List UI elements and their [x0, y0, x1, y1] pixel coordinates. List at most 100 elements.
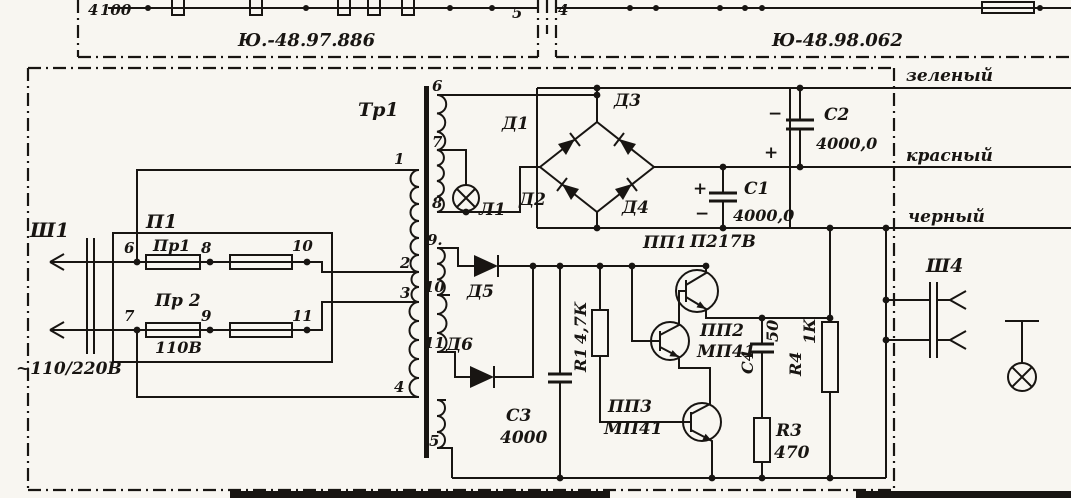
diode-d1-icon	[558, 139, 575, 155]
c1-plus-sign: +	[693, 179, 707, 199]
emitter-arrow-icon	[696, 301, 706, 309]
pp2-type: МП41	[696, 342, 756, 362]
c1-name: С1	[744, 179, 769, 199]
capacitor-c4-icon	[750, 342, 774, 354]
module-id-right: Ю-48.98.062	[771, 30, 903, 51]
pp1-name: ПП1	[642, 233, 687, 253]
diode-d4-icon	[615, 184, 632, 200]
primary-winding-icon	[408, 169, 420, 398]
diode-d5-label: Д5	[466, 282, 494, 302]
tr-pin1: 1	[394, 150, 404, 168]
emitter-arrow-icon	[702, 433, 712, 441]
r1-value: 4,7К	[571, 301, 590, 344]
fuse2-label: Пр 2	[154, 291, 201, 311]
plug-arrow-icon	[49, 253, 65, 339]
secondary-winding-upper-icon	[436, 94, 448, 213]
diode-d2-label: Д2	[518, 190, 546, 210]
switch-name: П1	[145, 211, 177, 233]
c3-value: 4000	[500, 428, 547, 448]
diode-d3-icon	[619, 139, 636, 155]
fuse-symbol	[145, 322, 201, 338]
input-voltage-label: ~110/220В	[16, 359, 122, 379]
tr-pin10: 10	[424, 278, 445, 296]
fuse-rating-label: 110В	[155, 338, 202, 357]
dc-rails: зеленый красный черный − + С2 4000,0 + −…	[537, 66, 1071, 229]
switch-pin9: 9	[201, 307, 212, 325]
r4-value: 1К	[800, 318, 819, 344]
diode-d3-label: Д3	[613, 91, 641, 111]
bridge-rectifier: Д1 Д3 Д2 Д4	[437, 88, 791, 228]
c2-plus-sign: +	[764, 143, 778, 163]
r3-name: R3	[775, 421, 802, 441]
tr-pin4: 4	[394, 378, 404, 396]
capacitor-c1-icon	[709, 191, 737, 203]
module-id-left: Ю.-48.97.886	[237, 30, 376, 51]
transformer-tr1: Тр1 1 2 3 4 6 7 8 9. 10 11 5	[358, 77, 453, 478]
tr-pin8: 8	[432, 194, 443, 212]
transistor-pp3-icon	[682, 402, 722, 442]
pp3-type: МП41	[603, 419, 663, 439]
main-board-border	[26, 66, 896, 492]
input-connector-sh1: Ш1 ~110/220В	[16, 218, 122, 379]
top-pin-label-4b: 4	[558, 1, 568, 19]
transistor-pp1-icon	[675, 269, 719, 313]
capacitor-c2-icon	[786, 118, 814, 131]
wire-red-label: красный	[906, 146, 993, 166]
bridge-enclosure	[536, 88, 791, 228]
lamp-l1-label: Л1	[478, 200, 506, 220]
fuse-symbol	[229, 322, 293, 338]
diode-d6-icon	[470, 366, 494, 388]
switch-pin10: 10	[292, 237, 313, 255]
c1-minus-sign: −	[695, 204, 709, 224]
pp2-name: ПП2	[699, 321, 744, 341]
tr-pin6: 6	[432, 77, 443, 95]
regulator-section: R1 4,7К С3 4000 ПП1 П217В ПП2 МП41 ПП3 М…	[452, 228, 886, 479]
connector-bars-icon	[86, 238, 95, 354]
c1-value: 4000,0	[733, 206, 794, 225]
module-boundaries: Ю.-48.97.886 Ю-48.98.062	[76, 0, 1071, 59]
tr-pin2: 2	[399, 254, 410, 272]
transformer-core-icon	[424, 86, 429, 458]
switch-pin7: 7	[124, 307, 135, 325]
diode-d5-icon	[474, 255, 498, 277]
c4-value: 50	[763, 320, 782, 342]
transformer-name: Тр1	[358, 99, 399, 121]
pp3-name: ПП3	[607, 397, 652, 417]
diode-d1-label: Д1	[501, 114, 529, 134]
tr-pin3: 3	[400, 284, 410, 302]
top-pin-label-100: 100	[100, 1, 132, 19]
c3-name: С3	[506, 406, 532, 426]
resistor-r3-icon	[753, 417, 771, 463]
switch-pin6: 6	[124, 239, 135, 257]
wire-black-label: черный	[908, 207, 985, 227]
fuse-symbol	[145, 254, 201, 270]
diode-d6-label: Д6	[445, 335, 473, 355]
secondary-winding-lower-icon	[436, 399, 446, 449]
socket-fork-icon	[937, 290, 967, 350]
junction-dots	[133, 84, 890, 482]
output-section: Ш4	[885, 228, 1039, 478]
emitter-arrow-icon	[669, 350, 679, 357]
diode-d2-icon	[562, 184, 579, 200]
tr-pin5: 5	[429, 432, 439, 450]
fuse-symbol	[229, 254, 293, 270]
capacitor-c3-icon	[548, 372, 572, 384]
switch-pin8: 8	[201, 239, 212, 257]
tr-pin7: 7	[432, 133, 443, 151]
tr-pin11: 11	[424, 334, 445, 352]
pp1-type: П217В	[689, 232, 756, 252]
resistor-r1-icon	[591, 309, 609, 357]
r1-name: R1	[571, 348, 590, 373]
tr-pin9: 9.	[427, 231, 443, 249]
transistor-pp2-icon	[650, 321, 690, 361]
connector-bars-icon	[929, 282, 938, 358]
wire-green-label: зеленый	[906, 66, 993, 86]
c2-name: С2	[824, 105, 850, 125]
r3-value: 470	[774, 443, 810, 463]
top-strip-fragment: 4 100 5 4	[88, 0, 1071, 34]
rectifier-diodes-d5-d6: Д5 Д6	[437, 247, 706, 388]
output-connector-label: Ш4	[925, 255, 963, 277]
top-pin-label-4: 4	[88, 1, 98, 19]
